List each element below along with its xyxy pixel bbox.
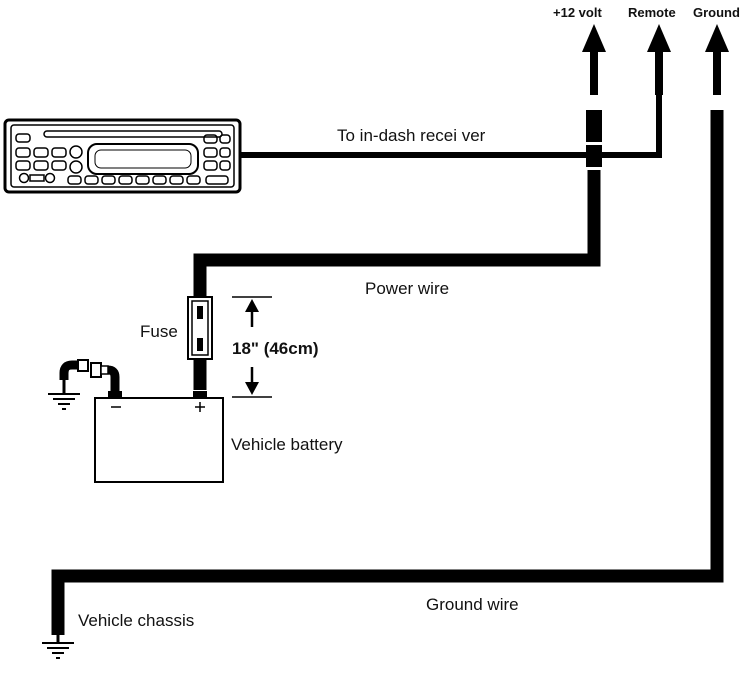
power-wire [193,170,601,300]
distance-label: 18" (46cm) [232,339,319,358]
battery-label: Vehicle battery [231,435,343,454]
ground-symbol-icon-battery [48,380,80,410]
remote-wire [594,95,662,158]
battery-icon [94,391,224,483]
chassis-label: Vehicle chassis [78,611,194,630]
ground-wire-label: Ground wire [426,595,519,614]
arrow-up-icon-ground [705,24,729,95]
terminal-label-ground: Ground [693,5,740,20]
battery-ground-cable [59,359,120,391]
ground-wire [51,110,724,635]
power-wire-label: Power wire [365,279,449,298]
arrow-up-icon-remote [647,24,671,95]
fuse-icon [187,296,213,360]
distance-dimension [232,296,272,398]
arrow-up-icon-plus12 [582,24,606,95]
terminal-label-remote: Remote [628,5,676,20]
arrow-down-icon [245,382,259,395]
ground-symbol-icon-chassis [42,630,74,659]
connector-block-top [586,110,602,142]
fuse-label: Fuse [140,322,178,341]
connector-block-bottom [586,145,602,167]
terminal-label-plus12: +12 volt [553,5,602,20]
head-unit-icon [3,118,242,194]
arrow-up-icon [245,299,259,312]
to-receiver-label: To in-dash recei ver [337,126,486,145]
